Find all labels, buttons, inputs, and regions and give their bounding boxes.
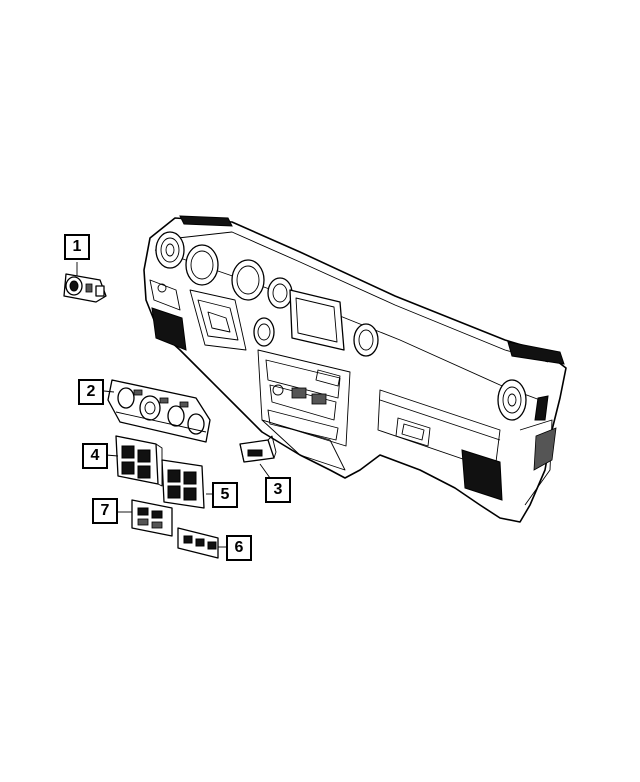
callout-6: 6: [226, 535, 252, 561]
part-3-usb-port: [239, 435, 277, 463]
dashboard-assembly: [143, 215, 567, 523]
callout-1: 1: [64, 234, 90, 260]
callout-4: 4: [82, 443, 108, 469]
leader-lines: [76, 262, 271, 548]
part-6-switch-panel: [177, 527, 219, 559]
callout-5: 5: [212, 482, 238, 508]
part-7-switch-panel: [131, 499, 173, 537]
part-1-headlamp-switch: [63, 273, 107, 303]
part-4-switch-bank: [115, 435, 163, 487]
part-2-hvac-control: [107, 379, 211, 443]
callout-7: 7: [92, 498, 118, 524]
callout-3: 3: [265, 477, 291, 503]
callout-2: 2: [78, 379, 104, 405]
part-5-switch-bank: [161, 459, 205, 509]
